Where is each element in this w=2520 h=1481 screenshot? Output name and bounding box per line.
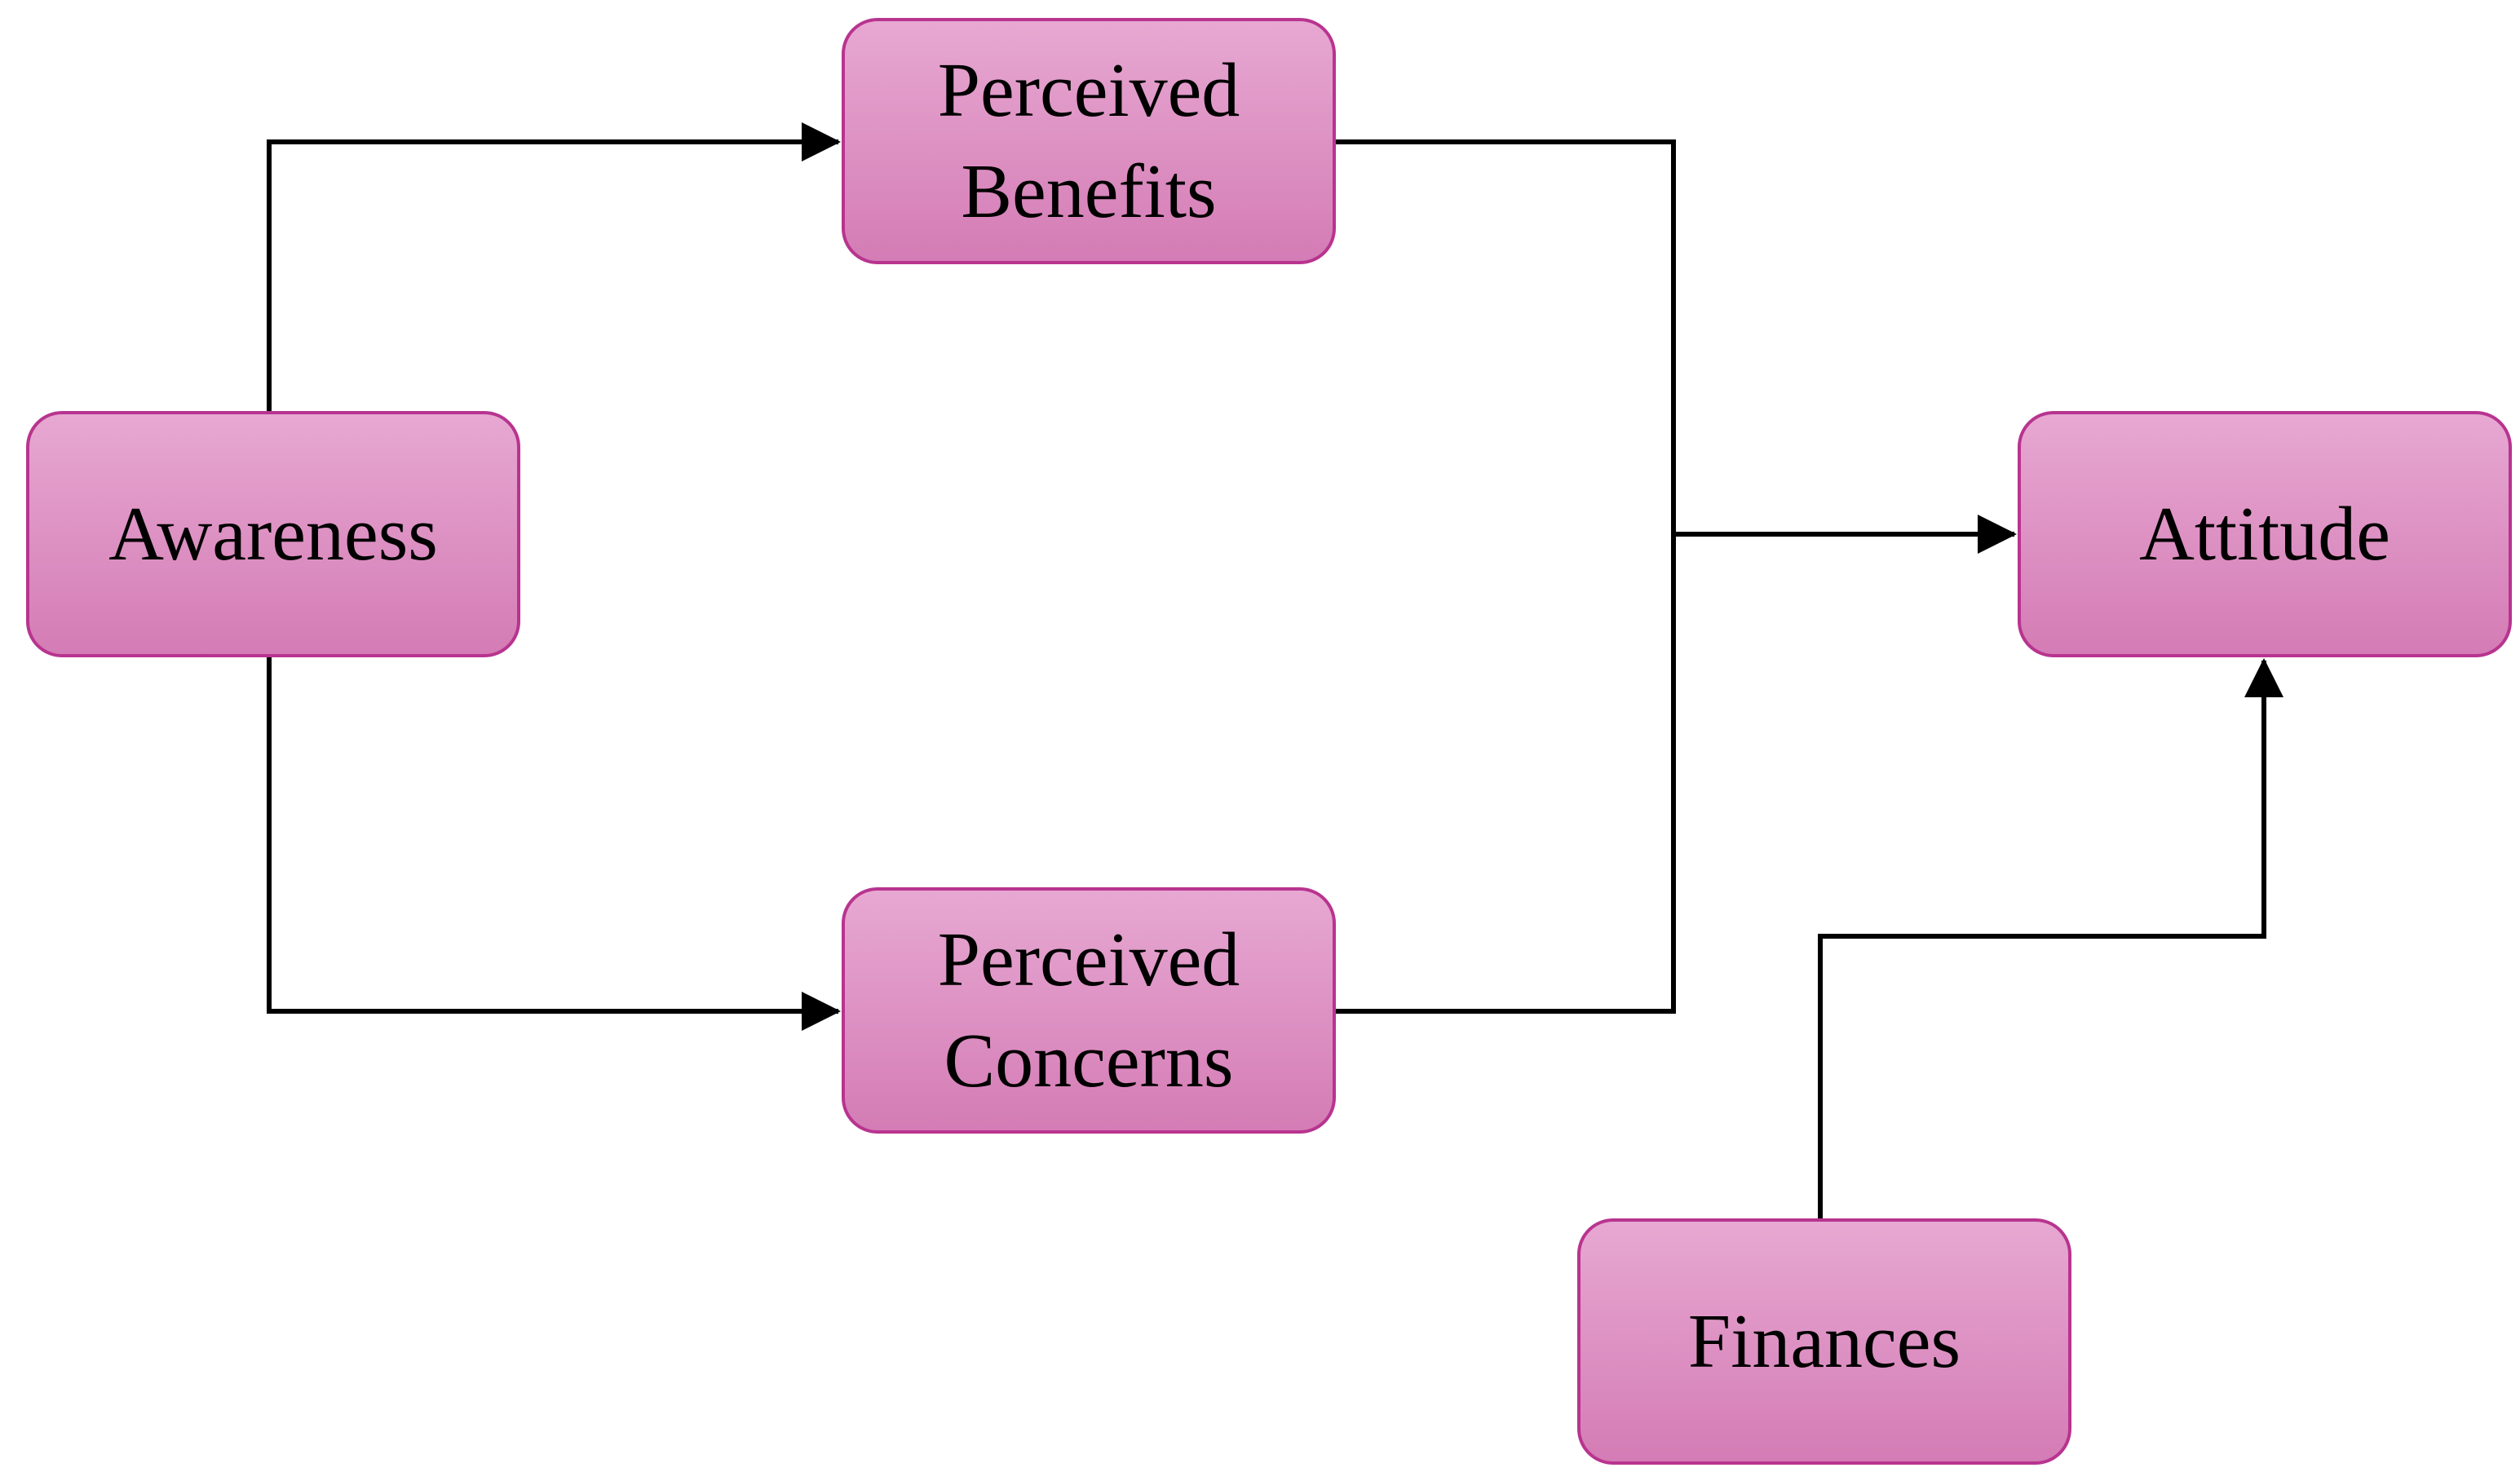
node-awareness: Awareness xyxy=(26,411,520,657)
node-attitude: Attitude xyxy=(2018,411,2512,657)
node-perceived-concerns-label: Perceived Concerns xyxy=(937,917,1240,1103)
node-perceived-benefits: Perceived Benefits xyxy=(842,18,1336,264)
node-attitude-label: Attitude xyxy=(2138,492,2391,577)
node-awareness-label: Awareness xyxy=(108,492,438,577)
node-finances-label: Finances xyxy=(1687,1299,1961,1384)
edge-awareness-to-perceived-concerns xyxy=(267,657,841,1031)
edge-awareness-to-perceived-benefits xyxy=(267,122,841,411)
node-finances: Finances xyxy=(1577,1218,2071,1465)
edge-perceived-concerns-to-attitude xyxy=(1336,534,1676,1014)
edge-perceived-benefits-to-attitude xyxy=(1336,139,1676,534)
node-perceived-concerns: Perceived Concerns xyxy=(842,887,1336,1134)
edge-finances-to-attitude xyxy=(1818,658,2283,1218)
node-perceived-benefits-label: Perceived Benefits xyxy=(937,48,1240,234)
